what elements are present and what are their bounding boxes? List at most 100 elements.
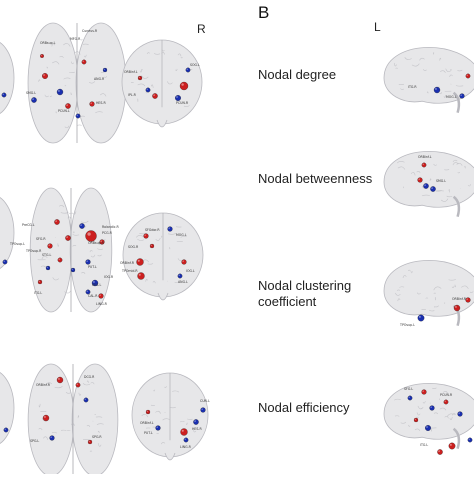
row3-coronal-node [181,429,188,436]
b-betweenness-node [430,186,435,191]
b-efficiency-node [444,400,448,404]
row2-axial-node-highlight [39,281,40,282]
row2-coronal-node-highlight [168,227,169,228]
b-clustering-node [454,305,460,311]
region-label: SFG.L [404,387,413,391]
region-label: ORBsup.R [88,241,105,245]
region-label: ORBinf.L [140,421,154,425]
row1-coronal-node-highlight [181,83,183,85]
region-label: ORBsup.L [40,41,56,45]
row1-coronal-node [186,68,190,72]
row1-axial-node [42,73,48,79]
region-label: IPL.R [128,93,137,97]
b-efficiency-node-highlight [415,419,416,420]
row2-sag-node [3,260,7,264]
b-betweenness-node-highlight [431,187,433,189]
row1-axial-node [82,60,86,64]
region-label: ORBinf.R [120,261,135,265]
row3-axial-node-highlight [85,399,86,400]
row1-axial-node-highlight [58,90,60,92]
row2-sagittal-partial [0,195,14,271]
row1-coronal-node-highlight [153,94,155,96]
b-betweenness-node [423,183,428,188]
measure-label-nodal-betweenness: Nodal betweenness [258,171,378,187]
b-clustering-node-highlight [419,316,421,318]
b-efficiency-node [449,443,455,449]
row2-coronal-node-highlight [151,245,152,246]
region-label: SOG.R [128,245,139,249]
row2-axial-node [54,219,59,224]
region-label: ANG.R [94,77,105,81]
row1-axial-node [90,102,95,107]
row2-coronal-node [182,260,187,265]
b-efficiency-node [425,425,431,431]
row2-axial-node-highlight [55,220,57,222]
b-degree-node [466,74,470,78]
row3-coronal-node [184,438,188,442]
row2-axial-node [48,244,53,249]
b-efficiency-node [422,390,427,395]
row1-axial-node [103,68,107,72]
region-label: SFGdor.R [145,228,160,232]
row1-coronal-node-highlight [187,69,188,70]
row3-coronal-node-highlight [185,439,186,440]
region-label: MFG.R [70,37,81,41]
row1-axial-node-highlight [41,55,42,56]
region-label: IOG.R [104,275,114,279]
b-efficiency-node [458,412,463,417]
region-label: CUN.L [200,399,210,403]
row1-coronal-node-highlight [147,89,148,90]
b-efficiency-node [437,449,442,454]
row3-coronal-node-highlight [182,430,184,432]
region-label: TPOsup.R [25,249,42,253]
row3-coronal-node-highlight [147,411,148,412]
row2-coronal-node [144,234,149,239]
left-hemisphere-label: L [374,20,381,34]
region-label: Cuneus.R [82,29,98,33]
region-label: Rolandic.R [102,225,120,229]
right-hemisphere-label: R [197,22,206,36]
row3-coronal-node [193,419,198,424]
row2-axial-node-highlight [59,259,60,260]
region-label: SFG.R [36,237,46,241]
region-label: HES.L [92,283,101,287]
b-efficiency-node [468,438,472,442]
b-betweenness-node [422,163,426,167]
row1-coronal-node-highlight [139,77,140,78]
region-label: MOG.L [446,95,457,99]
region-label: ITG.L [420,443,428,447]
row1-sag-node-highlight [3,94,4,95]
region-label: ORBinf.L [418,155,432,159]
row3-axial-node-highlight [44,416,46,418]
region-label: PreCG.L [22,223,35,227]
region-label: LING.R [180,445,192,449]
b-degree-node-highlight [460,94,461,95]
row1-coronal-node [180,82,188,90]
row2-axial-node-highlight [80,224,82,226]
region-label: SOG.L [190,63,200,67]
region-label: SMG.L [26,91,36,95]
region-label: ORBinf.L [124,70,138,74]
region-label: CAL.R [88,294,98,298]
region-label: TPOsup.L [399,323,415,327]
row1-axial-node [57,89,63,95]
row2-axial-node-highlight [72,269,73,270]
row1-axial-node-highlight [83,61,84,62]
b-betweenness-node-highlight [423,164,424,165]
row3-coronal-node [201,408,206,413]
b-degree-node-highlight [467,75,468,76]
b-betweenness-node-highlight [424,184,426,186]
b-efficiency-node-highlight [430,406,431,407]
row2-axial-node-highlight [99,294,100,295]
row3-coronal-node [146,410,150,414]
row1-sag-node [2,93,6,97]
row3-sagittal-partial [0,370,14,446]
region-label: PUT.L [88,265,97,269]
row2-coronal-node-highlight [138,260,140,262]
row2-axial-node [58,258,62,262]
b-clustering-node [418,315,424,321]
row2-coronal-node [168,227,173,232]
row2-axial-node [65,235,70,240]
row1-axial-node-highlight [43,74,45,76]
row3-axial-node-highlight [58,378,60,380]
